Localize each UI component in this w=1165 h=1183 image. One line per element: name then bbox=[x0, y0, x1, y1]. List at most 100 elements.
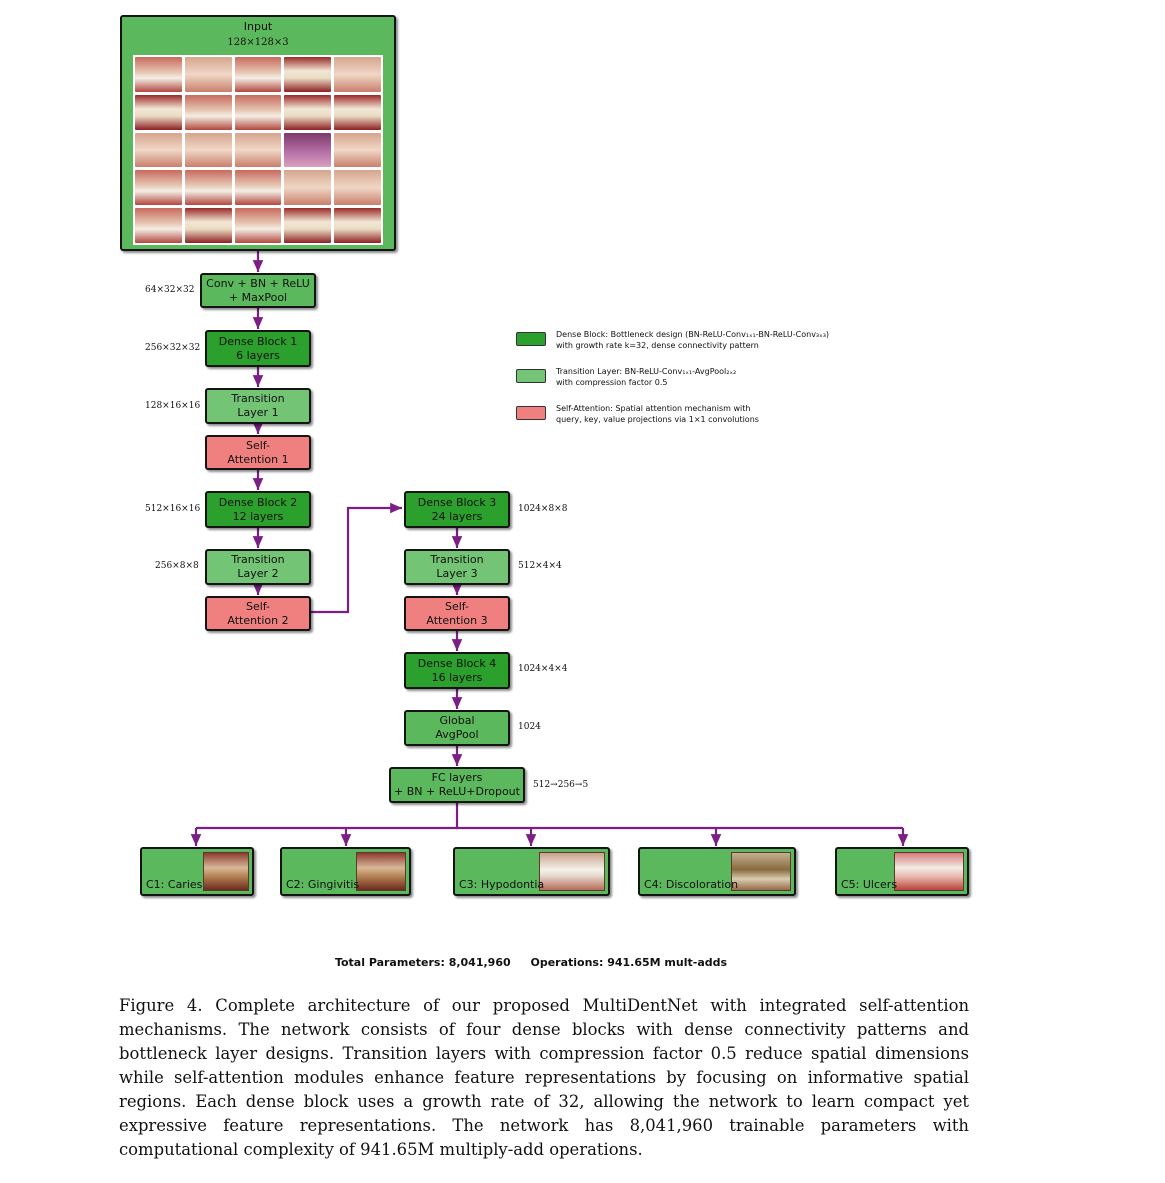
dense-block-2-dims: 512×16×16 bbox=[145, 504, 201, 514]
dense-block-3-layers: 24 layers bbox=[431, 509, 483, 523]
fc-layers-line2: + BN + ReLU+Dropout bbox=[394, 785, 520, 798]
legend-transition-line1: Transition Layer: BN-ReLU-Conv₁ₓ₁-AvgPoo… bbox=[556, 367, 737, 376]
self-attention-1-line2: Attention 1 bbox=[227, 452, 289, 466]
sample-thumbnail bbox=[135, 57, 182, 92]
transition-layer-1-line2: Layer 1 bbox=[237, 406, 279, 419]
sample-thumbnail bbox=[284, 170, 332, 206]
c4-label: C4: Discoloration bbox=[644, 878, 739, 891]
fc-layers-line1: FC layers bbox=[431, 771, 483, 784]
output-class-c2: C2: Gingivitis bbox=[280, 847, 411, 896]
input-block: Input 128×128×3 bbox=[120, 15, 396, 251]
legend-text-dense: Dense Block: Bottleneck design (BN-ReLU-… bbox=[556, 329, 829, 351]
sample-thumbnail bbox=[334, 94, 381, 130]
dense-block-4-layers: 16 layers bbox=[431, 670, 483, 684]
global-avgpool-dims: 1024 bbox=[518, 722, 541, 732]
figure-caption: Figure 4. Complete architecture of our p… bbox=[119, 996, 969, 1159]
sample-thumbnail bbox=[284, 208, 332, 243]
self-attention-3: Self- Attention 3 bbox=[404, 596, 510, 631]
self-attention-2: Self- Attention 2 bbox=[205, 596, 311, 631]
sample-thumbnail bbox=[334, 170, 381, 206]
sample-thumbnail bbox=[184, 57, 232, 92]
c2-label: C2: Gingivitis bbox=[286, 878, 360, 891]
dense-block-2: Dense Block 2 12 layers bbox=[205, 491, 311, 528]
input-dims: 128×128×3 bbox=[227, 37, 289, 48]
dense-block-4-dims: 1024×4×4 bbox=[518, 664, 568, 674]
transition-layer-2-dims: 256×8×8 bbox=[155, 561, 199, 571]
legend-attention-line1: Self-Attention: Spatial attention mechan… bbox=[556, 404, 751, 413]
conv-block: Conv + BN + ReLU + MaxPool bbox=[200, 273, 316, 308]
transition-layer-3-dims: 512×4×4 bbox=[518, 561, 562, 571]
global-avgpool: Global AvgPool bbox=[404, 710, 510, 746]
transition-layer-3: Transition Layer 3 bbox=[404, 549, 510, 585]
transition-layer-1: Transition Layer 1 bbox=[205, 388, 311, 424]
self-attention-1-line1: Self- bbox=[245, 438, 271, 452]
dense-block-4-title: Dense Block 4 bbox=[417, 656, 497, 670]
sample-thumbnail bbox=[135, 132, 182, 168]
fc-layers: FC layers + BN + ReLU+Dropout bbox=[389, 767, 525, 803]
c3-sample-image bbox=[539, 852, 605, 891]
legend-text-transition: Transition Layer: BN-ReLU-Conv₁ₓ₁-AvgPoo… bbox=[556, 366, 736, 388]
transition-layer-2: Transition Layer 2 bbox=[205, 549, 311, 585]
transition-layer-2-line1: Transition bbox=[231, 553, 285, 566]
dense-block-1: Dense Block 1 6 layers bbox=[205, 330, 311, 367]
c2-sample-image bbox=[356, 852, 406, 891]
c1-sample-image bbox=[203, 852, 249, 891]
c1-label: C1: Caries bbox=[146, 878, 203, 891]
sample-thumbnail bbox=[334, 132, 381, 168]
transition-layer-3-line1: Transition bbox=[430, 553, 484, 566]
global-avgpool-line1: Global bbox=[439, 714, 475, 727]
output-class-c3: C3: Hypodontia bbox=[453, 847, 610, 896]
self-attention-1: Self- Attention 1 bbox=[205, 435, 311, 470]
output-class-c5: C5: Ulcers bbox=[835, 847, 969, 896]
transition-layer-1-dims: 128×16×16 bbox=[145, 401, 201, 411]
transition-layer-1-line1: Transition bbox=[231, 392, 285, 405]
transition-layer-3-line2: Layer 3 bbox=[436, 567, 478, 580]
legend-transition-line2: with compression factor 0.5 bbox=[556, 378, 668, 387]
dense-block-3-title: Dense Block 3 bbox=[417, 495, 497, 509]
arrow-sa2-db3 bbox=[311, 502, 402, 614]
sample-thumbnail bbox=[284, 57, 332, 92]
legend-swatch-transition bbox=[516, 369, 546, 383]
transition-layer-2-line2: Layer 2 bbox=[237, 567, 279, 580]
dense-block-3-dims: 1024×8×8 bbox=[518, 504, 568, 514]
sample-thumbnail bbox=[184, 208, 232, 243]
sample-thumbnail bbox=[135, 94, 182, 130]
legend-dense-line1: Dense Block: Bottleneck design (BN-ReLU-… bbox=[556, 330, 830, 339]
self-attention-3-line2: Attention 3 bbox=[426, 613, 488, 627]
self-attention-2-line2: Attention 2 bbox=[227, 613, 289, 627]
sample-thumbnail bbox=[234, 132, 282, 168]
sample-thumbnail bbox=[334, 208, 381, 243]
conv-dims: 64×32×32 bbox=[145, 285, 195, 295]
dense-block-3: Dense Block 3 24 layers bbox=[404, 491, 510, 528]
self-attention-3-line1: Self- bbox=[444, 599, 470, 613]
output-class-c4: C4: Discoloration bbox=[638, 847, 796, 896]
fc-layers-dims: 512→256→5 bbox=[533, 780, 589, 790]
dense-block-4: Dense Block 4 16 layers bbox=[404, 652, 510, 689]
c5-sample-image bbox=[894, 852, 964, 891]
sample-thumbnail bbox=[184, 94, 232, 130]
dense-block-2-title: Dense Block 2 bbox=[218, 495, 298, 509]
total-parameters: Total Parameters: 8,041,960 bbox=[334, 956, 511, 969]
conv-line2: + MaxPool bbox=[228, 290, 288, 304]
sample-image-grid bbox=[133, 55, 383, 245]
c3-label: C3: Hypodontia bbox=[459, 878, 545, 891]
legend-attention-line2: query, key, value projections via 1×1 co… bbox=[556, 415, 759, 424]
dense-block-1-dims: 256×32×32 bbox=[145, 343, 201, 353]
conv-line1: Conv + BN + ReLU bbox=[206, 276, 310, 290]
c5-label: C5: Ulcers bbox=[841, 878, 898, 891]
sample-thumbnail bbox=[334, 57, 381, 92]
legend-dense-line2: with growth rate k=32, dense connectivit… bbox=[556, 341, 759, 350]
sample-thumbnail bbox=[234, 208, 282, 243]
sample-thumbnail bbox=[135, 170, 182, 206]
legend-swatch-attention bbox=[516, 406, 546, 420]
sample-thumbnail bbox=[234, 94, 282, 130]
sample-thumbnail bbox=[234, 170, 282, 206]
global-avgpool-line2: AvgPool bbox=[435, 728, 479, 741]
sample-thumbnail bbox=[135, 208, 182, 243]
dense-block-1-title: Dense Block 1 bbox=[218, 334, 298, 348]
dense-block-2-layers: 12 layers bbox=[232, 509, 284, 523]
sample-thumbnail bbox=[184, 170, 232, 206]
sample-thumbnail bbox=[284, 94, 332, 130]
legend-swatch-dense bbox=[516, 332, 546, 346]
